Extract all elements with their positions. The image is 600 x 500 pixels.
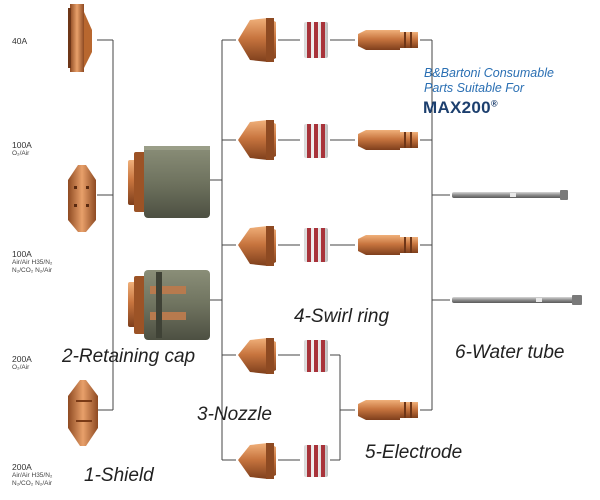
current-label-2: 100A O₂/Air <box>12 140 32 158</box>
electrode-1 <box>358 30 418 50</box>
electrode-2 <box>358 130 418 150</box>
swirl-ring-2 <box>304 124 328 158</box>
brand-line-2: Parts Suitable For <box>424 81 525 95</box>
amps-text: 200A <box>12 462 32 472</box>
brand-line-1: B&Bartoni Consumable <box>424 66 554 80</box>
shield-40a <box>68 4 92 72</box>
gas-text: Air/Air H35/N₂ <box>12 259 53 266</box>
swirl-ring-1 <box>304 22 328 58</box>
swirl-ring-5 <box>304 445 328 477</box>
nozzle-4 <box>238 338 276 374</box>
label-shield: 1-Shield <box>84 465 154 486</box>
registered-mark: ® <box>490 98 498 109</box>
gas-text: Air/Air H35/N₂ <box>12 472 53 479</box>
current-label-4: 200A O₂/Air <box>12 354 32 372</box>
shield-100a-o2 <box>68 165 96 232</box>
nozzle-1 <box>238 18 276 62</box>
amps-text: 100A <box>12 140 32 150</box>
amps-text: 100A <box>12 249 32 259</box>
nozzle-2 <box>238 120 276 160</box>
model-text: MAX200 <box>423 98 491 117</box>
water-tube-1 <box>452 190 568 200</box>
amps-text: 200A <box>12 354 32 364</box>
amps-text: 40A <box>12 36 28 46</box>
electrode-4 <box>358 400 418 420</box>
shield-200a <box>68 380 98 446</box>
label-swirl-ring: 4-Swirl ring <box>294 306 390 327</box>
nozzle-5 <box>238 443 276 479</box>
current-label-1: 40A <box>12 36 27 46</box>
retaining-cap-1 <box>128 146 210 218</box>
brand-text: B&Bartoni Consumable Parts Suitable For <box>424 66 554 96</box>
nozzle-3 <box>238 226 276 266</box>
current-label-5: 200A Air/Air H35/N₂ N₂/CO₂ N₂/Air <box>12 462 52 488</box>
gas-text: O₂/Air <box>12 364 30 371</box>
label-nozzle: 3-Nozzle <box>197 404 272 425</box>
label-electrode: 5-Electrode <box>365 442 463 463</box>
label-water-tube: 6-Water tube <box>455 342 565 363</box>
gas-text: O₂/Air <box>12 150 30 157</box>
electrode-3 <box>358 235 418 255</box>
gas-text: N₂/CO₂ N₂/Air <box>12 267 53 274</box>
retaining-cap-2 <box>128 270 210 340</box>
water-tube-2 <box>452 295 582 305</box>
swirl-ring-4 <box>304 340 328 372</box>
gas-text: N₂/CO₂ N₂/Air <box>12 480 53 487</box>
label-retaining-cap: 2-Retaining cap <box>62 346 196 367</box>
current-label-3: 100A Air/Air H35/N₂ N₂/CO₂ N₂/Air <box>12 249 52 275</box>
swirl-ring-3 <box>304 228 328 262</box>
model-name: MAX200® <box>423 98 498 118</box>
connector-lines <box>97 39 450 461</box>
